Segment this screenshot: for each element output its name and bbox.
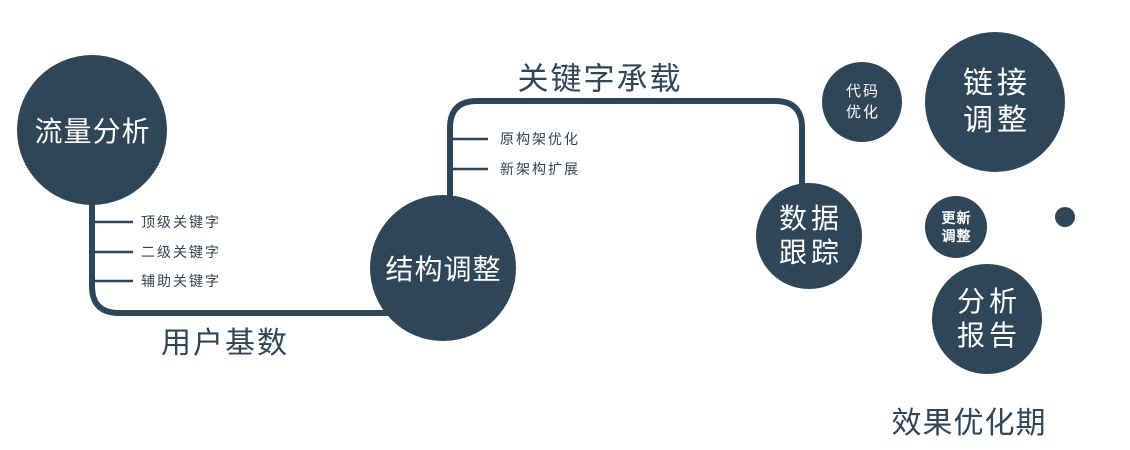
node-data-tracking-line1: 数据 — [778, 203, 843, 235]
node-code-optimization-line1: 代码 — [845, 83, 880, 100]
connector-structure-tracking — [447, 98, 805, 210]
node-analysis-report: 分析 报告 — [932, 264, 1042, 374]
branch-label-secondary-keywords: 二级关键字 — [141, 244, 221, 260]
node-update-adjust-line2: 调整 — [941, 228, 972, 244]
node-code-optimization: 代码 优化 — [822, 62, 902, 142]
tick-marks — [95, 137, 488, 283]
node-data-tracking: 数据 跟踪 — [756, 183, 862, 289]
node-structure-adjust-label: 结构调整 — [385, 254, 502, 285]
node-traffic-analysis: 流量分析 — [17, 55, 167, 205]
node-link-adjust: 链接 调整 — [925, 32, 1065, 172]
node-update-adjust: 更新 调整 — [925, 196, 987, 258]
edge-label-effect-period: 效果优化期 — [891, 407, 1047, 440]
node-traffic-analysis-label: 流量分析 — [34, 116, 151, 147]
edge-label-user-base: 用户基数 — [161, 327, 289, 360]
branch-label-original-arch: 原构架优化 — [500, 131, 580, 147]
node-structure-adjust: 结构调整 — [370, 195, 516, 341]
dot-marker — [1055, 207, 1075, 227]
edge-label-keyword-bearing: 关键字承载 — [517, 61, 683, 97]
connector-traffic-structure — [89, 140, 443, 316]
node-link-adjust-line2: 调整 — [963, 104, 1031, 137]
node-data-tracking-line2: 跟踪 — [778, 237, 843, 268]
node-link-adjust-line1: 链接 — [963, 66, 1031, 100]
branch-label-auxiliary-keywords: 辅助关键字 — [141, 273, 221, 289]
branch-label-new-arch: 新架构扩展 — [500, 161, 580, 177]
node-code-optimization-line2: 优化 — [845, 104, 880, 121]
node-update-adjust-line1: 更新 — [941, 209, 972, 226]
branch-label-top-keywords: 顶级关键字 — [141, 214, 221, 230]
node-analysis-report-line1: 分析 — [956, 286, 1021, 318]
node-analysis-report-line2: 报告 — [956, 320, 1021, 351]
